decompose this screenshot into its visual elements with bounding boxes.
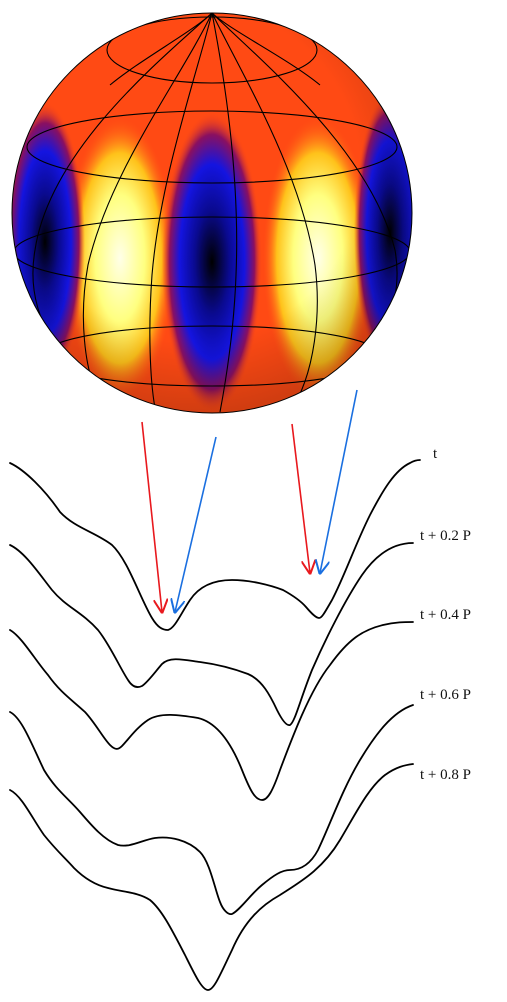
profile-t-plus-0.6P	[9, 704, 414, 915]
pulsating-star-sphere	[11, 12, 413, 414]
profile-t-plus-0.8P	[9, 763, 414, 991]
time-label-t: t	[433, 446, 438, 462]
time-label-t-plus-0.6P: t + 0.6 P	[420, 687, 471, 703]
blue-arrow-right	[320, 389, 358, 573]
blue-arrow-left	[175, 436, 217, 612]
time-label-t-plus-0.8P: t + 0.8 P	[420, 767, 471, 783]
line-profiles	[9, 459, 421, 991]
time-label-t-plus-0.2P: t + 0.2 P	[420, 528, 471, 544]
sphere-pulsation-pattern	[12, 13, 412, 413]
profile-t-plus-0.2P	[9, 542, 414, 727]
sphere-outline	[11, 12, 413, 414]
red-arrow-left	[141, 421, 162, 612]
time-label-t-plus-0.4P: t + 0.4 P	[420, 607, 471, 623]
red-arrow-right	[291, 423, 310, 573]
profile-t	[9, 459, 421, 631]
profile-t-plus-0.4P	[9, 621, 414, 801]
sphere-grid-lines	[13, 13, 411, 413]
